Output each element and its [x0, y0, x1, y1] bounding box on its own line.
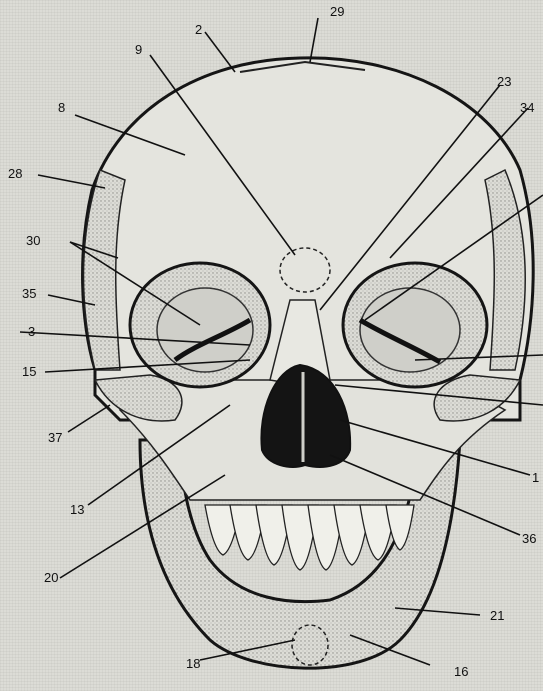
label-36: 36	[522, 531, 536, 546]
label-16: 16	[454, 664, 468, 679]
label-28: 28	[8, 166, 22, 181]
label-2: 2	[195, 22, 202, 37]
label-20: 20	[44, 570, 58, 585]
label-23: 23	[497, 74, 511, 89]
label-15: 15	[22, 364, 36, 379]
label-18: 18	[186, 656, 200, 671]
label-9: 9	[135, 42, 142, 57]
label-35: 35	[22, 286, 36, 301]
label-34: 34	[520, 100, 534, 115]
label-13: 13	[70, 502, 84, 517]
label-1: 1	[532, 470, 539, 485]
label-30: 30	[26, 233, 40, 248]
label-3: 3	[28, 324, 35, 339]
label-29: 29	[330, 4, 344, 19]
label-21: 21	[490, 608, 504, 623]
label-37: 37	[48, 430, 62, 445]
label-8: 8	[58, 100, 65, 115]
orbit-left-inner	[157, 288, 253, 372]
